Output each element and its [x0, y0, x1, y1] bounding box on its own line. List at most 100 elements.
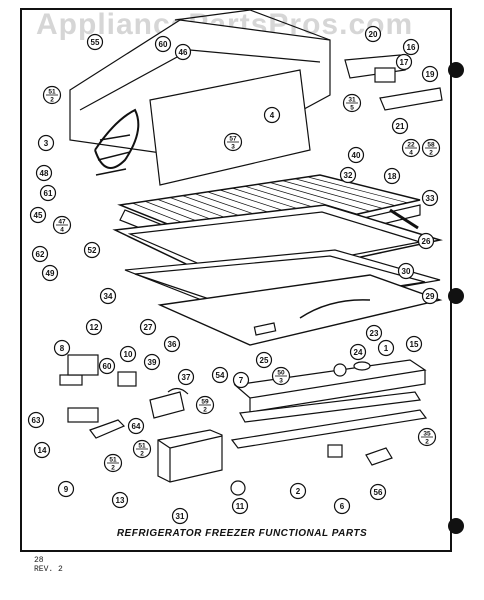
callout-circle: [417, 232, 435, 250]
callout-15: 15: [405, 335, 423, 353]
callout-number: 2: [111, 465, 115, 472]
callout-circle: [57, 480, 75, 498]
callout-circle: [171, 507, 189, 525]
callout-1: 1: [377, 339, 395, 357]
callout-19: 19: [421, 65, 439, 83]
callout-number: 45: [34, 211, 43, 220]
binder-hole: [448, 62, 464, 78]
callout-number: 4: [60, 227, 64, 234]
callout-circle: [127, 417, 145, 435]
callout-circle: [85, 318, 103, 336]
callout-number: 46: [179, 48, 188, 57]
callout-circle: [369, 483, 387, 501]
callout-number: 63: [32, 416, 41, 425]
callout-number: 1: [384, 344, 389, 353]
rail: [230, 409, 428, 449]
callout-number: 17: [400, 58, 409, 67]
callout-9: 9: [57, 480, 75, 498]
callout-number: 64: [132, 422, 141, 431]
callout-51-2: 512: [132, 439, 152, 459]
callout-63: 63: [27, 411, 45, 429]
callout-number: 48: [40, 169, 49, 178]
callout-circle: [421, 189, 439, 207]
callout-circle: [37, 134, 55, 152]
callout-number: 10: [124, 350, 133, 359]
callout-61: 61: [39, 184, 57, 202]
callout-number: 26: [422, 237, 431, 246]
callout-circle: [339, 166, 357, 184]
callout-number: 7: [239, 376, 244, 385]
callout-number: 18: [388, 172, 397, 181]
callout-number: 37: [182, 373, 191, 382]
callout-number: 16: [407, 43, 416, 52]
callout-number: 3: [231, 144, 235, 151]
callout-number: 21: [396, 122, 405, 131]
callout-36: 36: [163, 335, 181, 353]
callout-number: 2: [425, 439, 429, 446]
callout-circle: [99, 287, 117, 305]
callout-23: 23: [365, 324, 383, 342]
callout-2: 2: [289, 482, 307, 500]
callout-number: 56: [374, 488, 383, 497]
callout-number: 59: [201, 399, 209, 406]
callout-circle: [39, 184, 57, 202]
callout-number: 40: [352, 151, 361, 160]
callout-number: 25: [260, 356, 269, 365]
part-37: [167, 387, 189, 395]
callout-number: 36: [168, 340, 177, 349]
callout-46: 46: [174, 43, 192, 61]
part-36: [149, 391, 185, 419]
callout-32: 32: [339, 166, 357, 184]
callout-number: 62: [36, 250, 45, 259]
callout-circle: [174, 43, 192, 61]
callout-54: 54: [211, 366, 229, 384]
callout-number: 50: [277, 370, 285, 377]
callout-60: 60: [154, 35, 172, 53]
callout-number: 2: [140, 451, 144, 458]
callout-circle: [111, 491, 129, 509]
callout-20: 20: [364, 25, 382, 43]
callout-circle: [29, 206, 47, 224]
divider-plate: [157, 274, 443, 346]
callout-57-3: 573: [223, 132, 243, 152]
callout-52: 52: [83, 241, 101, 259]
callout-circle: [377, 339, 395, 357]
callout-circle: [53, 339, 71, 357]
callout-number: 19: [426, 70, 435, 79]
callout-45: 45: [29, 206, 47, 224]
callout-number: 4: [409, 150, 413, 157]
callout-circle: [27, 411, 45, 429]
binder-hole: [448, 288, 464, 304]
callout-35-2: 352: [417, 427, 437, 447]
callout-number: 51: [109, 457, 117, 464]
callout-number: 15: [410, 340, 419, 349]
callout-17: 17: [395, 53, 413, 71]
callout-number: 3: [279, 378, 283, 385]
callout-number: 55: [91, 38, 100, 47]
callout-24: 24: [349, 343, 367, 361]
callout-7: 7: [232, 371, 250, 389]
callout-number: 61: [44, 189, 53, 198]
callout-number: 20: [369, 30, 378, 39]
callout-number: 39: [148, 358, 157, 367]
callout-number: 22: [407, 142, 415, 149]
callout-48: 48: [35, 164, 53, 182]
callout-circle: [365, 324, 383, 342]
callout-number: 31: [348, 97, 356, 104]
callout-circle: [177, 368, 195, 386]
callout-3: 3: [37, 134, 55, 152]
callout-circle: [397, 262, 415, 280]
callout-circle: [349, 343, 367, 361]
callout-58-2: 582: [421, 138, 441, 158]
callout-number: 4: [270, 111, 275, 120]
callout-16: 16: [402, 38, 420, 56]
callout-27: 27: [139, 318, 157, 336]
callout-circle: [86, 33, 104, 51]
callout-circle: [402, 38, 420, 56]
callout-circle: [143, 353, 161, 371]
callout-8: 8: [53, 339, 71, 357]
callout-26: 26: [417, 232, 435, 250]
callout-circle: [263, 106, 281, 124]
callout-circle: [383, 167, 401, 185]
callout-circle: [41, 264, 59, 282]
